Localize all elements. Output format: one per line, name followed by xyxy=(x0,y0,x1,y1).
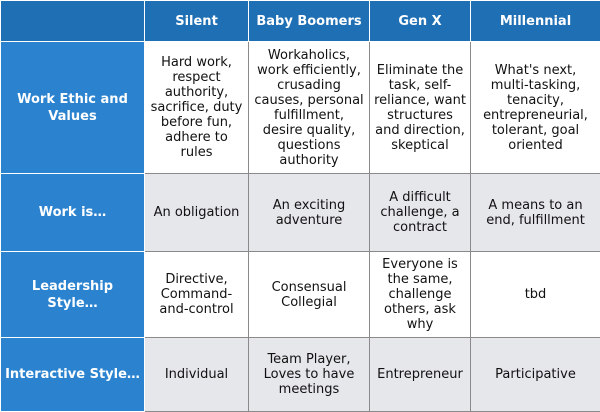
table-cell: Consensual Collegial xyxy=(249,252,370,338)
table-cell: A means to an end, fulfillment xyxy=(471,174,600,252)
table-row-work-ethic: Work Ethic and Values Hard work, respect… xyxy=(1,42,600,174)
table-cell: Everyone is the same, challenge others, … xyxy=(370,252,471,338)
corner-cell xyxy=(1,1,145,42)
row-header-work-is: Work is… xyxy=(1,174,145,252)
table-cell: A difficult challenge, a contract xyxy=(370,174,471,252)
table-cell: Workaholics, work efficiently, crusading… xyxy=(249,42,370,174)
table-cell: Team Player, Loves to have meetings xyxy=(249,338,370,412)
table-cell: Participative xyxy=(471,338,600,412)
table-cell: An exciting adventure xyxy=(249,174,370,252)
table-cell: Entrepreneur xyxy=(370,338,471,412)
row-header-interactive-style: Interactive Style… xyxy=(1,338,145,412)
table-cell: Individual xyxy=(145,338,249,412)
table-cell: Directive, Command-and-control xyxy=(145,252,249,338)
row-header-work-ethic: Work Ethic and Values xyxy=(1,42,145,174)
column-header-gen-x: Gen X xyxy=(370,1,471,42)
table-cell: Eliminate the task, self-reliance, want … xyxy=(370,42,471,174)
row-header-leadership-style: Leadership Style… xyxy=(1,252,145,338)
column-header-baby-boomers: Baby Boomers xyxy=(249,1,370,42)
table-row-interactive-style: Interactive Style… Individual Team Playe… xyxy=(1,338,600,412)
column-header-silent: Silent xyxy=(145,1,249,42)
table-row-work-is: Work is… An obligation An exciting adven… xyxy=(1,174,600,252)
table-row-leadership-style: Leadership Style… Directive, Command-and… xyxy=(1,252,600,338)
header-row: Silent Baby Boomers Gen X Millennial xyxy=(1,1,600,42)
table-cell: What's next, multi-tasking, tenacity, en… xyxy=(471,42,600,174)
column-header-millennial: Millennial xyxy=(471,1,600,42)
table-cell: Hard work, respect authority, sacrifice,… xyxy=(145,42,249,174)
table-cell: tbd xyxy=(471,252,600,338)
table-cell: An obligation xyxy=(145,174,249,252)
